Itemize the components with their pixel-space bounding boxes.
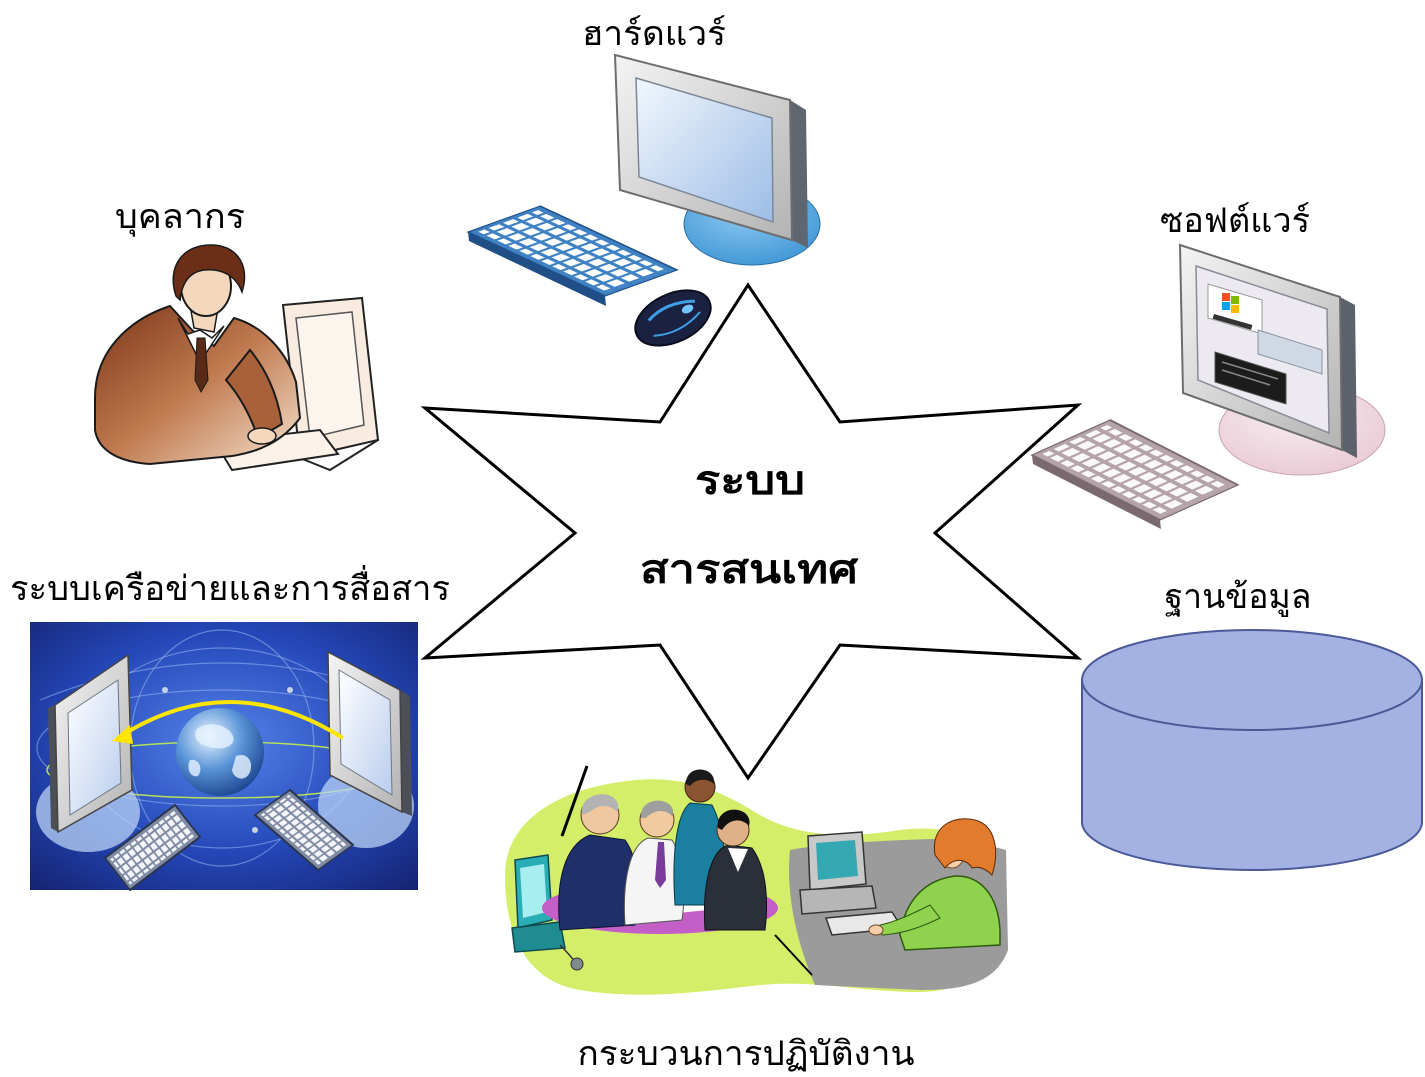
networked-computers-icon xyxy=(30,622,418,892)
right-monitor-side xyxy=(400,690,412,816)
logo-square-blue xyxy=(1222,302,1230,310)
computer-monitor-icon xyxy=(613,53,821,266)
keyboard-keys xyxy=(261,794,347,866)
keyboard-face xyxy=(466,205,679,297)
person-white-shirt xyxy=(623,800,685,926)
hair xyxy=(581,794,619,815)
network-component: ระบบเครือข่ายและการสื่อสาร xyxy=(10,565,450,892)
divider-line xyxy=(560,765,589,837)
globe-icon xyxy=(176,708,264,796)
keyboard-face xyxy=(1030,419,1240,521)
star-shape xyxy=(420,282,1083,781)
keyboard-edge xyxy=(468,232,606,306)
divider-line xyxy=(774,934,813,976)
keyboard-edge xyxy=(1032,455,1161,529)
mouse-icon xyxy=(634,289,712,347)
computer-base xyxy=(511,921,566,953)
procedure-component: กระบวนการปฏิบัติงาน xyxy=(505,765,1008,1074)
right-computer-icon xyxy=(799,831,904,936)
keyboard-keys xyxy=(110,810,195,885)
keyboard-icon xyxy=(466,205,679,306)
computer-case xyxy=(799,885,877,915)
software-monitor-icon xyxy=(1178,243,1386,476)
center-star: ระบบ สารสนเทศ xyxy=(420,282,1083,781)
monitor-side xyxy=(790,100,808,248)
person-gray-hair xyxy=(558,794,639,931)
crt-screen xyxy=(295,311,365,439)
hand xyxy=(247,427,277,445)
satellite-dot xyxy=(287,687,293,693)
hand xyxy=(868,924,884,936)
people-working-icon xyxy=(505,765,1008,995)
hardware-label: ฮาร์ดแวร์ xyxy=(582,14,726,54)
necktie xyxy=(194,337,209,394)
dark-window-line xyxy=(1221,369,1271,386)
shirt-collar xyxy=(728,848,748,872)
crt-stand xyxy=(299,439,379,472)
database-cylinder-icon xyxy=(1081,629,1423,871)
globe-continents xyxy=(188,724,252,779)
suit-body xyxy=(703,844,768,931)
logo-wordmark xyxy=(1212,313,1253,330)
mouse-light xyxy=(681,304,694,314)
center-title-line1: ระบบ xyxy=(695,458,805,504)
database-top xyxy=(1081,629,1423,731)
mouse-stripe-bottom xyxy=(653,311,701,337)
database-component: ฐานข้อมูล xyxy=(1081,577,1423,871)
center-title-line2: สารสนเทศ xyxy=(640,547,859,593)
top-body xyxy=(899,875,1001,951)
computer-screen xyxy=(816,840,858,880)
necktie xyxy=(655,842,666,888)
personnel-label: บุคลากร xyxy=(115,197,245,237)
monitor-screen xyxy=(635,76,774,224)
software-label: ซอฟต์แวร์ xyxy=(1160,201,1310,241)
data-transfer-arrow xyxy=(122,700,345,740)
keyboard-keys xyxy=(478,210,667,292)
database-body xyxy=(1081,679,1423,871)
database-label: ฐานข้อมูล xyxy=(1165,577,1312,617)
software-window-panel xyxy=(1257,329,1323,375)
person-woman xyxy=(868,818,1001,951)
personnel-component: บุคลากร xyxy=(93,197,380,472)
monitor-side xyxy=(1340,297,1357,458)
keyboard-icon xyxy=(1030,419,1240,529)
left-computer-icon xyxy=(511,854,584,971)
dark-window-line xyxy=(1221,361,1279,380)
hardware-component: ฮาร์ดแวร์ xyxy=(466,14,821,347)
hair xyxy=(933,818,997,876)
person-at-computer-icon xyxy=(93,244,380,472)
hair xyxy=(717,809,750,830)
left-monitor-screen xyxy=(67,679,122,816)
computer-screen xyxy=(520,864,547,918)
logo-square-green xyxy=(1231,296,1239,304)
arrowhead-icon xyxy=(112,725,133,744)
arm xyxy=(879,904,941,936)
mouse-icon xyxy=(570,957,584,971)
satellite-dot xyxy=(252,827,258,833)
mouse-body xyxy=(634,289,712,347)
right-monitor-screen xyxy=(338,669,393,796)
hair xyxy=(172,244,246,302)
left-keyboard-icon xyxy=(103,803,202,892)
procedure-label: กระบวนการปฏิบัติงาน xyxy=(578,1034,915,1074)
right-keyboard-icon xyxy=(253,788,355,872)
mouse-stripe-top xyxy=(647,299,695,322)
hair xyxy=(640,800,674,818)
network-label: ระบบเครือข่ายและการสื่อสาร xyxy=(10,565,450,609)
logo-square-red xyxy=(1222,293,1230,301)
software-component: ซอฟต์แวร์ xyxy=(1030,201,1386,529)
hair xyxy=(686,769,715,786)
logo-square-yellow xyxy=(1231,305,1239,313)
person-dark-suit xyxy=(703,809,768,931)
satellite-dot xyxy=(162,687,168,693)
keyboard-keys xyxy=(1042,424,1228,516)
